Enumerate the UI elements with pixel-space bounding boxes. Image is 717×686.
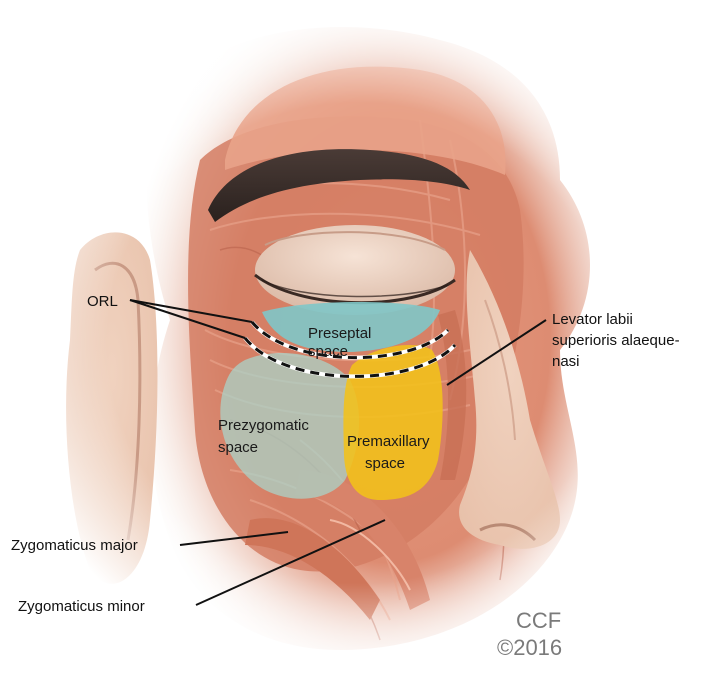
credit-line2: ©2016 [497,635,562,660]
orl-label: ORL [87,293,118,310]
levator-label-line3: nasi [552,353,580,370]
preseptal-label-line2: space [308,343,348,360]
levator-label-line2: superioris alaeque- [552,332,680,349]
credit-line1: CCF [516,608,561,633]
zygomaticus-major-label: Zygomaticus major [11,537,138,554]
prezygomatic-label-line2: space [218,439,258,456]
premaxillary-label-line1: Premaxillary [347,433,430,450]
prezygomatic-label-line1: Prezygomatic [218,417,309,434]
preseptal-label-line1: Preseptal [308,325,371,342]
levator-label-line1: Levator labii [552,311,633,328]
zygomaticus-minor-label: Zygomaticus minor [18,598,145,615]
premaxillary-label-line2: space [365,455,405,472]
